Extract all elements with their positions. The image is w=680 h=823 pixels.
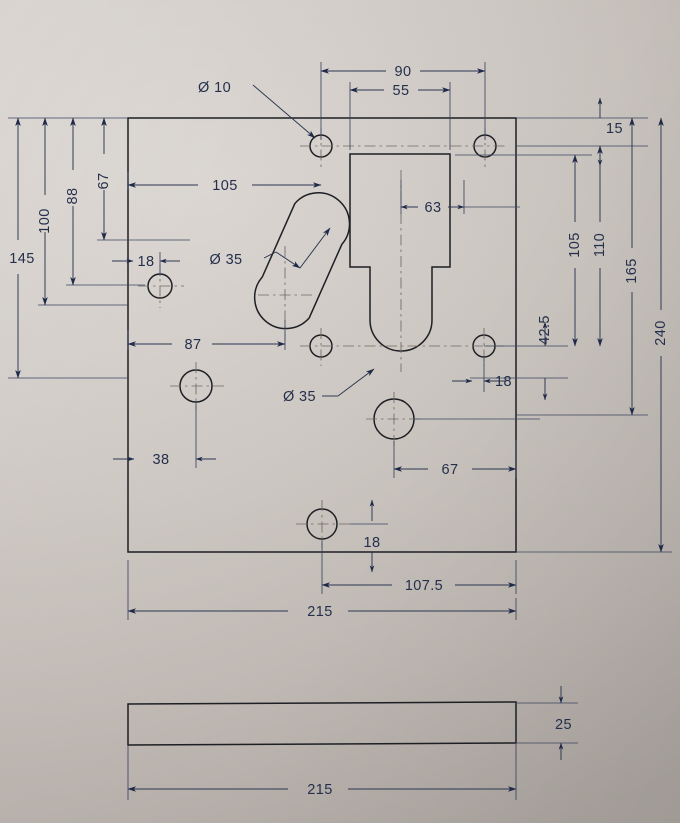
dim-38: 38 xyxy=(113,402,216,468)
dim-top-90: 90 xyxy=(320,62,486,140)
dim-label-105h: 105 xyxy=(212,178,237,194)
dim-right-110: 110 xyxy=(592,145,608,347)
dim-87: 87 xyxy=(127,320,286,353)
dim-label-145: 145 xyxy=(9,251,34,267)
dim-18-bottom: 18 xyxy=(350,499,388,573)
dim-right-15: 15 xyxy=(516,97,648,167)
diagonal-obround-slot xyxy=(253,192,351,330)
dim-label-100: 100 xyxy=(37,208,53,233)
dim-label-110: 110 xyxy=(592,233,608,257)
dim-right-105: 105 xyxy=(455,154,592,347)
dim-label-d10: Ø 10 xyxy=(198,80,231,96)
dim-side-25: 25 xyxy=(516,686,578,760)
dim-label-18-right: 18 xyxy=(495,374,512,390)
dim-label-105r: 105 xyxy=(567,232,583,257)
dim-label-90: 90 xyxy=(395,64,412,80)
dim-left-100: 100 xyxy=(37,117,128,306)
dim-side-215: 215 xyxy=(127,743,517,800)
dim-label-67: 67 xyxy=(96,173,112,190)
dim-label-165: 165 xyxy=(624,258,640,283)
dim-label-107-5: 107.5 xyxy=(405,578,443,594)
dim-67-bottom: 67 xyxy=(393,418,540,478)
dim-left-145: 145 xyxy=(8,117,128,379)
dim-left-67: 67 xyxy=(96,117,190,241)
dim-105-horizontal: 105 xyxy=(127,172,322,194)
dim-right-42-5: 42.5 xyxy=(470,315,568,401)
dim-label-38: 38 xyxy=(153,452,170,468)
dim-label-88: 88 xyxy=(65,188,81,205)
dim-top-55: 55 xyxy=(349,82,451,150)
dim-right-240: 240 xyxy=(516,117,672,553)
leader-diameter-35-tab: Ø 35 xyxy=(283,368,375,405)
dim-label-63: 63 xyxy=(425,200,442,216)
dim-label-215-side: 215 xyxy=(307,782,332,798)
leader-diameter-35-slot: Ø 35 xyxy=(209,227,331,269)
dim-left-18: 18 xyxy=(112,252,180,276)
dim-label-25: 25 xyxy=(555,717,572,733)
dim-left-88: 88 xyxy=(65,117,145,286)
dim-label-42-5: 42.5 xyxy=(537,315,553,345)
dim-107-5: 107.5 xyxy=(321,540,517,594)
dim-63: 63 xyxy=(400,180,520,216)
dim-label-15: 15 xyxy=(606,121,623,137)
dim-label-87: 87 xyxy=(185,337,202,353)
dim-label-240: 240 xyxy=(653,320,669,345)
dim-label-d35-tab: Ø 35 xyxy=(283,389,316,405)
dim-label-18-left: 18 xyxy=(138,254,155,270)
side-view-outline xyxy=(127,701,517,746)
dim-label-215-front: 215 xyxy=(307,604,332,620)
dim-label-67: 67 xyxy=(442,462,459,478)
dim-label-18-bottom: 18 xyxy=(364,535,381,551)
dim-215-front: 215 xyxy=(127,560,517,620)
leader-diameter-10: Ø 10 xyxy=(198,80,316,139)
dim-label-55: 55 xyxy=(393,83,410,99)
dim-right-18: 18 xyxy=(452,356,512,392)
dim-label-d35-slot: Ø 35 xyxy=(209,252,242,268)
central-slot-cutout xyxy=(349,153,451,352)
dim-right-165: 165 xyxy=(516,117,648,416)
